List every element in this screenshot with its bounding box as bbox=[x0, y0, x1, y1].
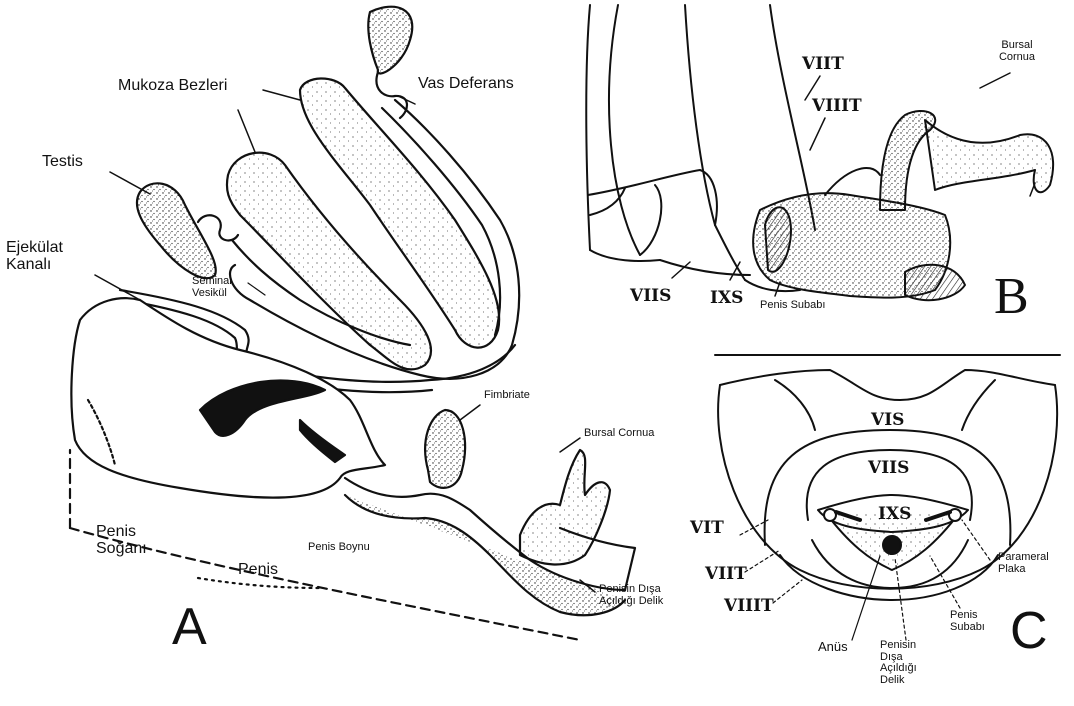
label-penisin-disa-acildigi-delik-a: Penisin Dışa Açıldığı Delik bbox=[599, 584, 699, 607]
label-fimbriate: Fimbriate bbox=[484, 390, 530, 402]
label-ixs-c: IXS bbox=[878, 506, 911, 524]
label-mukoza-bezleri: Mukoza Bezleri bbox=[118, 78, 227, 95]
label-penis: Penis bbox=[238, 562, 278, 579]
label-penis-sogani: Penis Soğanı bbox=[96, 524, 156, 558]
label-anus-c: Anüs bbox=[818, 640, 848, 654]
label-penis-subabi-b: Penis Subabı bbox=[760, 300, 825, 312]
panel-letter-a: A bbox=[172, 600, 207, 655]
panel-letter-b: B bbox=[994, 270, 1029, 325]
label-penisin-disa-acildigi-delik-c: Penisin Dışa Açıldığı Delik bbox=[880, 640, 928, 686]
label-penis-subabi-c: Penis Subabı bbox=[950, 610, 994, 633]
label-ixs-b: IXS bbox=[710, 290, 743, 308]
label-bursal-cornua-a: Bursal Cornua bbox=[584, 428, 654, 440]
panel-b-drawing bbox=[586, 5, 1053, 300]
label-penis-boynu: Penis Boynu bbox=[308, 542, 370, 554]
label-bursal-cornua-b: Bursal Cornua bbox=[992, 40, 1042, 63]
label-viiit-c: VIIIT bbox=[724, 598, 774, 616]
label-testis: Testis bbox=[42, 154, 83, 171]
label-viis-b: VIIS bbox=[630, 288, 671, 306]
label-vis-c: VIS bbox=[871, 412, 904, 430]
label-viis-c: VIIS bbox=[868, 460, 909, 478]
label-seminal-vesikul: Seminal Vesikül bbox=[192, 276, 262, 299]
label-viit-b: VIIT bbox=[802, 56, 844, 74]
label-viit-c: VIIT bbox=[705, 566, 747, 584]
label-vit-c: VIT bbox=[690, 520, 724, 538]
label-parameral-plaka-c: Parameral Plaka bbox=[998, 552, 1058, 575]
label-ejekulat-kanali: Ejekülat Kanalı bbox=[6, 240, 86, 274]
label-vas-deferans: Vas Deferans bbox=[418, 76, 540, 93]
label-viiit-b: VIIIT bbox=[812, 98, 862, 116]
panel-letter-c: C bbox=[1010, 604, 1048, 659]
